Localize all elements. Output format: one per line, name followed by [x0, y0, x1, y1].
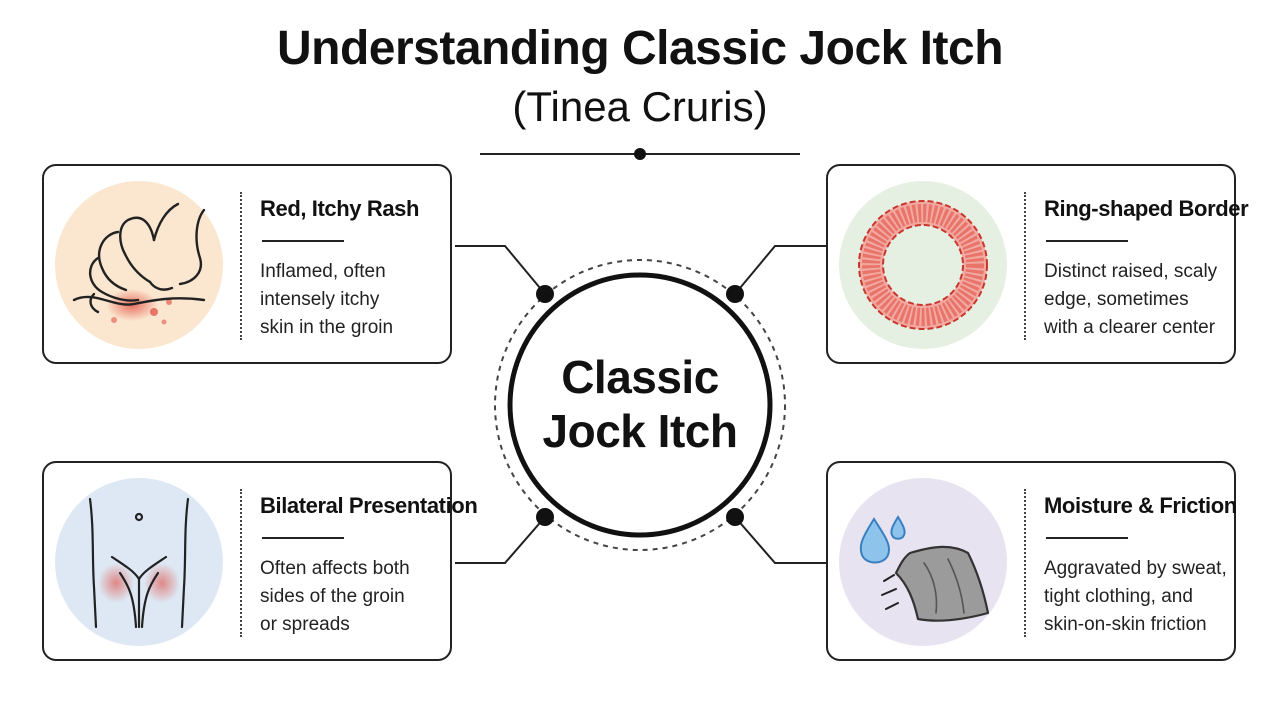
card-description-line: skin in the groin	[260, 317, 394, 338]
card-description-line: Aggravated by sweat,	[1044, 558, 1227, 579]
card-description-line: edge, sometimes	[1044, 289, 1189, 310]
connector-bottom-right	[734, 516, 826, 564]
card-divider	[1024, 192, 1026, 340]
card-divider	[1024, 489, 1026, 637]
node-dot-top-right	[726, 285, 744, 303]
center-label-line1: Classic	[561, 351, 719, 403]
connector-bottom-left	[455, 516, 546, 564]
card-title: Moisture & Friction	[1044, 493, 1237, 518]
card-description: Distinct raised, scaly edge, sometimes w…	[1044, 258, 1230, 342]
node-dot-top-left	[536, 285, 554, 303]
center-label: Classic Jock Itch	[510, 350, 770, 458]
card-bilateral-presentation: Bilateral Presentation Often affects bot…	[42, 461, 478, 661]
card-description: Inflamed, often intensely itchy skin in …	[260, 258, 446, 342]
card-title: Ring-shaped Border	[1044, 196, 1249, 221]
card-description-line: or spreads	[260, 614, 350, 635]
card-description-line: tight clothing, and	[1044, 586, 1193, 607]
card-ring-shaped-border: Ring-shaped Border Distinct raised, scal…	[826, 164, 1249, 364]
card-description-line: Distinct raised, scaly	[1044, 261, 1218, 282]
node-dot-bottom-left	[536, 508, 554, 526]
card-title-underline	[1046, 240, 1128, 242]
card-description-line: Inflamed, often	[260, 261, 386, 282]
card-divider	[240, 192, 242, 340]
page-title: Understanding Classic Jock Itch	[276, 22, 1004, 75]
card-title-underline	[1046, 537, 1128, 539]
ring-rash-icon	[839, 181, 1007, 349]
page-subtitle: (Tinea Cruris)	[512, 83, 768, 130]
card-divider	[240, 489, 242, 637]
card-red-itchy-rash: Red, Itchy Rash Inflamed, often intensel…	[42, 164, 452, 364]
card-description-line: skin-on-skin friction	[1044, 614, 1207, 635]
connector-top-left	[455, 245, 546, 295]
card-description-line: with a clearer center	[1044, 317, 1216, 338]
node-dot-bottom-right	[726, 508, 744, 526]
center-label-line2: Jock Itch	[542, 405, 738, 457]
card-description-line: intensely itchy	[260, 289, 380, 310]
center-hub-circle	[507, 272, 773, 538]
card-title-underline	[262, 240, 344, 242]
outer-dashed-ring	[494, 259, 786, 551]
groin-outline-icon	[55, 478, 223, 646]
scratching-hand-icon	[55, 181, 223, 349]
card-description: Aggravated by sweat, tight clothing, and…	[1044, 555, 1230, 639]
sweat-drops-cloth-icon	[839, 478, 1007, 646]
card-title: Red, Itchy Rash	[260, 196, 420, 221]
card-description-line: Often affects both	[260, 558, 410, 579]
card-description: Often affects both sides of the groin or…	[260, 555, 446, 639]
card-title-underline	[262, 537, 344, 539]
card-description-line: sides of the groin	[260, 586, 405, 607]
title-divider	[480, 148, 800, 160]
card-title: Bilateral Presentation	[260, 493, 478, 518]
connector-top-right	[734, 245, 826, 295]
card-moisture-friction: Moisture & Friction Aggravated by sweat,…	[826, 461, 1237, 661]
